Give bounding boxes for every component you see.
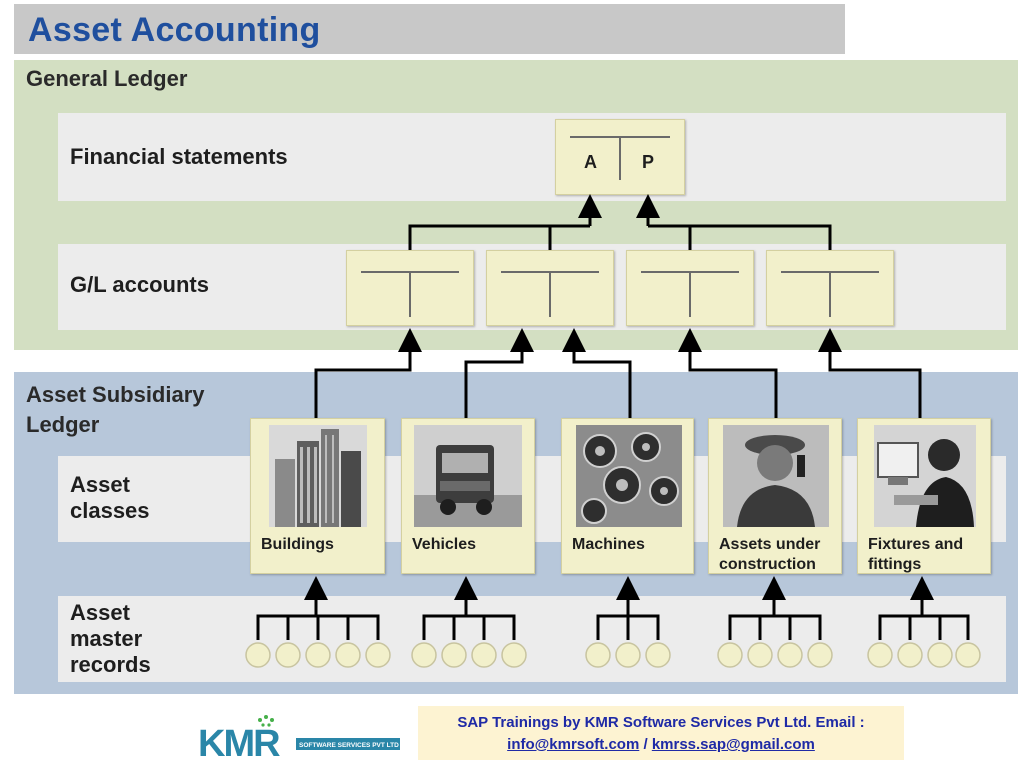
logo-tagline: SOFTWARE SERVICES PVT LTD xyxy=(299,742,399,749)
footer-emails: info@kmrsoft.com / kmrss.sap@gmail.com xyxy=(418,734,904,756)
asset-record-circle xyxy=(717,642,743,668)
asset-record-circle xyxy=(927,642,953,668)
asset-record-circle xyxy=(245,642,271,668)
asset-record-circle xyxy=(585,642,611,668)
asset-class-card-assets-under-construction: Assets under construction xyxy=(708,418,842,574)
construction-worker-photo xyxy=(723,425,829,527)
asset-class-label: Buildings xyxy=(261,536,334,553)
asset-subsidiary-ledger-title: Asset Subsidiary Ledger xyxy=(26,382,205,437)
record-trees xyxy=(256,576,970,640)
gl-account-t-box xyxy=(486,250,614,326)
asset-class-card-vehicles: Vehicles xyxy=(401,418,535,574)
email-link-gmail[interactable]: kmrss.sap@gmail.com xyxy=(651,736,815,753)
asset-record-circle xyxy=(441,642,467,668)
gl-account-t-box xyxy=(346,250,474,326)
asset-record-circle xyxy=(471,642,497,668)
asset-master-records-label: Asset master records xyxy=(70,600,151,677)
asset-record-circle xyxy=(807,642,833,668)
asset-record-circle xyxy=(411,642,437,668)
asset-record-circle xyxy=(867,642,893,668)
asset-classes-label: Asset classes xyxy=(70,472,150,523)
asset-record-circle xyxy=(897,642,923,668)
gl-accounts-label: G/L accounts xyxy=(70,272,209,297)
page-title: Asset Accounting xyxy=(28,11,321,49)
gears-photo xyxy=(576,425,682,527)
asset-record-circle xyxy=(777,642,803,668)
title-bar: Asset Accounting xyxy=(14,4,845,54)
truck-photo xyxy=(414,425,522,527)
financial-statements-label: Financial statements xyxy=(70,144,288,169)
footer-contact-box: SAP Trainings by KMR Software Services P… xyxy=(418,706,904,760)
asset-class-label: Fixtures and fittings xyxy=(868,536,964,573)
financial-statement-t-account: A P xyxy=(555,119,685,195)
asset-record-circle xyxy=(501,642,527,668)
gl-account-t-box xyxy=(626,250,754,326)
asset-class-card-machines: Machines xyxy=(561,418,694,574)
office-worker-photo xyxy=(874,425,976,527)
asset-record-circle xyxy=(275,642,301,668)
kmr-logo: KMR SOFTWARE SERVICES PVT LTD xyxy=(196,712,406,766)
email-separator: / xyxy=(643,736,648,753)
asset-class-card-fixtures-and-fittings: Fixtures and fittings xyxy=(857,418,991,574)
asset-master-record-circles xyxy=(245,642,981,668)
buildings-photo xyxy=(269,425,367,527)
t-account-line xyxy=(619,136,621,180)
general-ledger-title: General Ledger xyxy=(26,66,188,91)
liabilities-letter: P xyxy=(642,152,655,172)
footer-training-text: SAP Trainings by KMR Software Services P… xyxy=(457,714,865,731)
gl-account-t-box xyxy=(766,250,894,326)
asset-record-circle xyxy=(305,642,331,668)
asset-class-label: Machines xyxy=(572,536,645,553)
assets-letter: A xyxy=(584,152,597,172)
email-link-info[interactable]: info@kmrsoft.com xyxy=(507,736,640,753)
financial-statements-band xyxy=(58,113,1006,201)
asset-class-label: Assets under construction xyxy=(719,536,821,573)
logo-wordmark: KMR xyxy=(198,723,280,765)
asset-class-card-buildings: Buildings xyxy=(250,418,385,574)
asset-record-circle xyxy=(645,642,671,668)
asset-record-circle xyxy=(365,642,391,668)
asset-master-records-band xyxy=(58,596,1006,682)
asset-record-circle xyxy=(615,642,641,668)
asset-record-circle xyxy=(335,642,361,668)
asset-class-label: Vehicles xyxy=(412,536,477,553)
asset-record-circle xyxy=(955,642,981,668)
asset-record-circle xyxy=(747,642,773,668)
